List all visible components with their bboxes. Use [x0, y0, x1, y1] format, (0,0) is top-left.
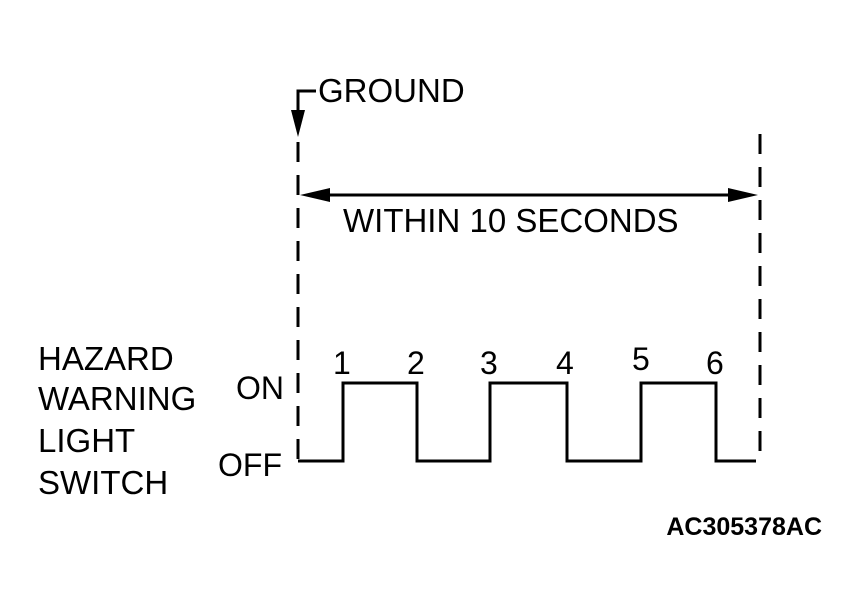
- switch-label-line-3: LIGHT: [38, 422, 135, 459]
- ground-label: GROUND: [318, 72, 465, 109]
- ground-arrow-hook: [296, 89, 316, 112]
- pulse-number-5: 5: [632, 341, 650, 377]
- switch-label-line-1: HAZARD: [38, 340, 174, 377]
- interval-arrow-head-right: [728, 188, 758, 202]
- pulse-number-1: 1: [333, 345, 351, 381]
- switch-signal-waveform: [298, 381, 756, 463]
- pulse-number-4: 4: [556, 345, 574, 381]
- interval-label: WITHIN 10 SECONDS: [343, 202, 679, 239]
- ground-arrow-head: [291, 110, 305, 137]
- pulse-number-6: 6: [706, 345, 724, 381]
- switch-label-line-2: WARNING: [38, 380, 196, 417]
- interval-arrow-head-left: [300, 188, 330, 202]
- state-on-label: ON: [236, 370, 284, 406]
- pulse-number-3: 3: [480, 345, 498, 381]
- figure-code: AC305378AC: [666, 513, 822, 541]
- state-off-label: OFF: [218, 447, 282, 483]
- pulse-number-2: 2: [407, 345, 425, 381]
- switch-label-line-4: SWITCH: [38, 464, 168, 501]
